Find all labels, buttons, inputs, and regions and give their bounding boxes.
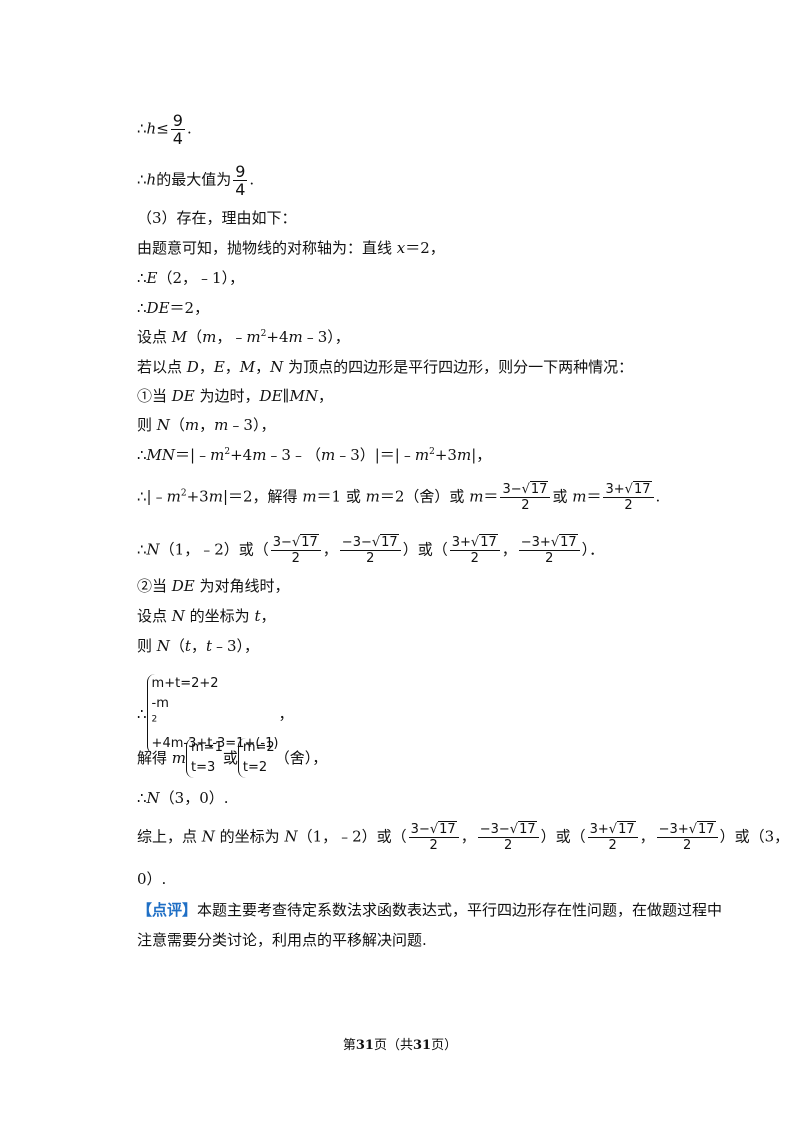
line-case1: ①当 DE 为边时，DE∥MN， [137,387,333,405]
page-footer: 第31页（共31页） [342,1038,458,1053]
line-cases-intro: 若以点 D，E，M，N 为顶点的四边形是平行四边形，则分一下两种情况： [137,358,634,376]
line-part3: （3）存在，理由如下： [137,209,297,227]
line-n-case2: 则 N（t，t﹣3）， [137,637,260,655]
page-total: 31 [413,1038,432,1053]
line-point-m: 设点 M（m，﹣m2+4m﹣3）， [137,328,350,346]
line-review: 【点评】本题主要考查待定系数法求函数表达式，平行四边形存在性问题，在做题过程中 [137,901,723,919]
line-n-case1: 则 N（m，m﹣3）， [137,416,276,434]
line-case2: ②当 DE 为对角线时， [137,577,290,595]
line-point-e: ∴E（2，﹣1）， [137,269,245,287]
line-axis: 由题意可知，抛物线的对称轴为：直线 x＝2， [137,239,445,257]
line-mn: ∴MN＝|﹣m2+4m﹣3﹣（m﹣3）|＝|﹣m2+3m|， [137,446,492,464]
line-n-case2-result: ∴N（3，0）. [137,789,229,807]
page-number: 31 [355,1038,374,1053]
line-summary-cont: 0）. [137,870,167,888]
review-tag: 【点评】 [137,901,198,919]
line-de: ∴DE＝2， [137,299,210,317]
line-set-n: 设点 N 的坐标为 t， [137,607,276,625]
line-review-cont: 注意需要分类讨论，利用点的平移解决问题. [137,931,427,949]
